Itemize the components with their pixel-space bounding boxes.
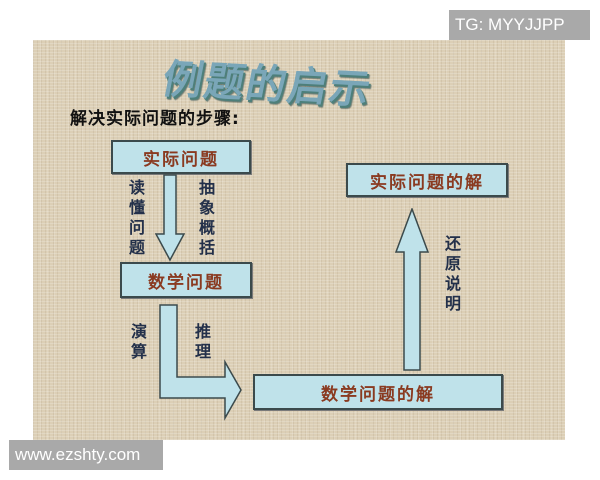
bent-arrow-icon — [159, 304, 242, 421]
box-real-problem: 实际问题 — [111, 140, 251, 174]
label-abstract-generalize: 抽象概括 — [198, 178, 215, 257]
box-label: 数学问题 — [148, 272, 224, 293]
label-calculate: 演算 — [130, 322, 147, 361]
label-restore-explain: 还原说明 — [444, 234, 461, 313]
watermark-text: TG: MYYJJPP — [455, 15, 565, 34]
label-reason: 推理 — [194, 322, 211, 361]
box-label: 实际问题 — [143, 149, 219, 170]
watermark-top-right: TG: MYYJJPP — [449, 10, 590, 40]
box-math-problem: 数学问题 — [120, 262, 252, 298]
down-arrow-icon — [155, 174, 185, 262]
watermark-text: www.ezshty.com — [15, 445, 141, 464]
box-label: 实际问题的解 — [370, 172, 484, 193]
label-read-understand: 读懂问题 — [128, 178, 145, 257]
box-label: 数学问题的解 — [321, 384, 435, 405]
slide: 例题的启示 解决实际问题的步骤: 实际问题 读懂问题 抽象概括 数学问题 演算 … — [33, 40, 565, 440]
watermark-bottom-left: www.ezshty.com — [9, 440, 163, 470]
slide-subtitle: 解决实际问题的步骤: — [70, 109, 240, 129]
up-arrow-icon — [394, 208, 430, 371]
box-real-solution: 实际问题的解 — [346, 163, 508, 197]
box-math-solution: 数学问题的解 — [253, 374, 503, 410]
